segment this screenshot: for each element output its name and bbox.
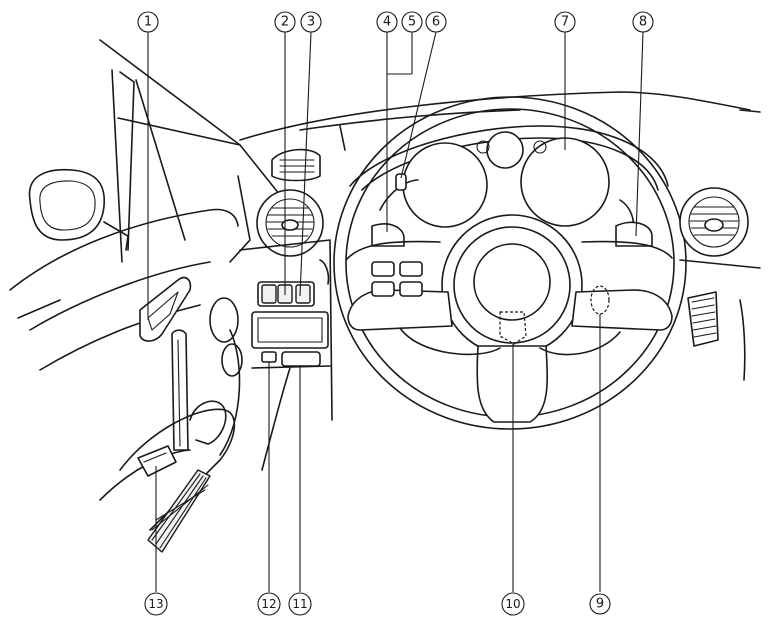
callout-10-marker: 10	[501, 592, 525, 616]
callout-12-marker: 12	[257, 592, 281, 616]
right-air-vent	[679, 109, 761, 269]
callout-6-marker: 6	[425, 11, 447, 33]
steering-wheel	[333, 96, 687, 430]
callout-4-marker: 4	[376, 11, 398, 33]
callout-9-label: 9	[596, 597, 604, 612]
callout-3-label: 3	[307, 15, 315, 30]
callout-5-marker: 5	[401, 11, 423, 33]
callout-12-label: 12	[261, 597, 276, 611]
side-mirror	[28, 168, 129, 251]
left-air-vent	[256, 189, 324, 257]
callout-1-label: 1	[144, 15, 152, 30]
callout-2-label: 2	[281, 15, 289, 30]
callout-7-marker: 7	[554, 11, 576, 33]
callout-9-marker: 9	[589, 593, 611, 615]
left-switch-panel	[239, 239, 333, 471]
speaker-mesh	[151, 473, 209, 549]
callout-10-label: 10	[505, 597, 520, 611]
callout-8-marker: 8	[632, 11, 654, 33]
door-panel	[9, 208, 243, 553]
callout-4-label: 4	[383, 15, 391, 30]
leader-lines	[147, 31, 644, 592]
callout-11-marker: 11	[288, 592, 312, 616]
callout-3-marker: 3	[300, 11, 322, 33]
callout-1-marker: 1	[137, 11, 159, 33]
dashboard-top	[229, 91, 751, 263]
callout-8-label: 8	[639, 15, 647, 30]
callout-7-label: 7	[561, 15, 569, 30]
callout-13-label: 13	[148, 597, 163, 611]
instrument-cluster	[349, 125, 669, 231]
callout-13-marker: 13	[144, 592, 168, 616]
callout-11-label: 11	[292, 597, 307, 611]
callout-5-label: 5	[408, 15, 416, 30]
callout-6-label: 6	[432, 15, 440, 30]
callout-2-marker: 2	[274, 11, 296, 33]
right-side-vent	[687, 291, 746, 381]
